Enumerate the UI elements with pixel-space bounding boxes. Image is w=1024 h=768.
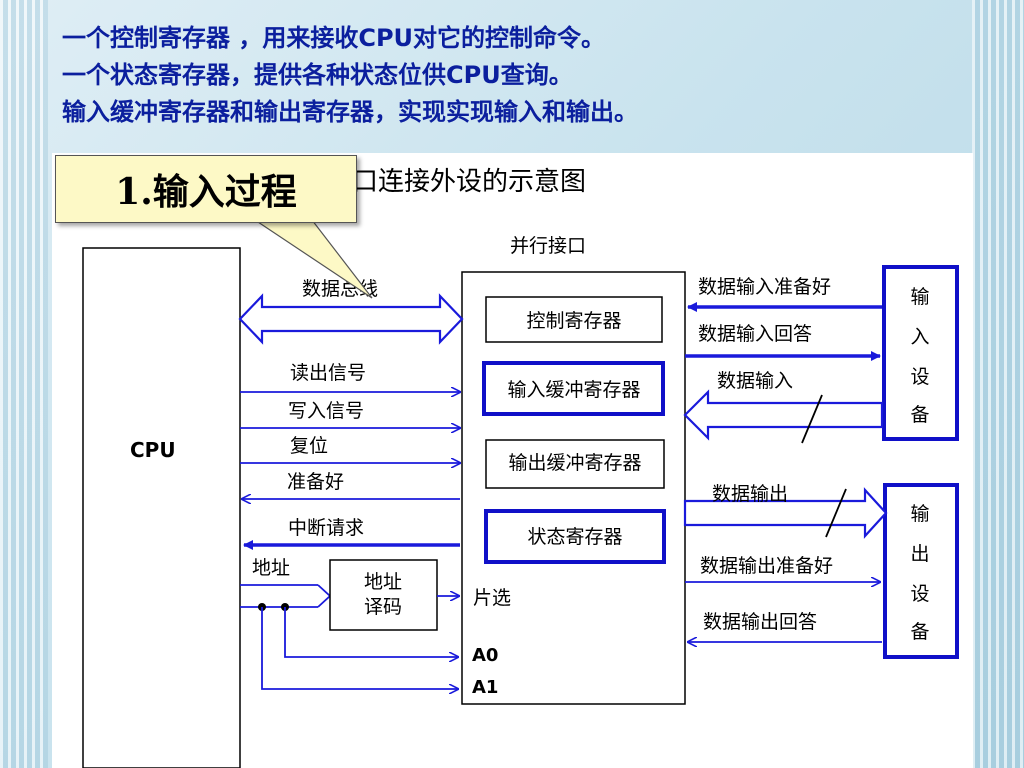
input-device-box (882, 265, 959, 441)
reset-label: 复位 (290, 435, 328, 457)
output-device-char-4: 备 (910, 621, 929, 643)
input-device-char-2: 入 (910, 326, 929, 348)
data-output-ack-label: 数据输出回答 (703, 611, 817, 633)
data-output-label: 数据输出 (712, 483, 788, 505)
input-device-char-4: 备 (910, 404, 929, 426)
input-device-char-1: 输 (910, 286, 929, 308)
a0-label: A0 (472, 645, 498, 666)
input-buffer-register-box (482, 361, 665, 416)
interrupt-request-label: 中断请求 (288, 517, 364, 539)
output-device-char-3: 设 (910, 583, 929, 605)
data-bus-label: 数据总线 (302, 278, 378, 300)
data-input-ready-label: 数据输入准备好 (698, 276, 831, 298)
data-input-bus-slash (801, 394, 823, 444)
output-device-box (883, 483, 959, 659)
data-output-bus-slash (825, 488, 847, 538)
chip-select-label: 片选 (473, 587, 511, 609)
data-output-arrow (683, 487, 888, 539)
output-buffer-register-label: 输出缓冲寄存器 (508, 452, 641, 474)
output-device-char-2: 出 (910, 543, 929, 565)
status-register-box (484, 509, 666, 564)
read-signal-label: 读出信号 (290, 362, 366, 384)
data-input-arrow (683, 389, 884, 441)
ready-label: 准备好 (287, 471, 344, 493)
cpu-box (82, 247, 241, 768)
input-buffer-register-label: 输入缓冲寄存器 (507, 379, 640, 401)
text-line-3: 输入缓冲寄存器和输出寄存器，实现实现输入和输出。 (62, 98, 638, 126)
callout-input-process: 1.输入过程 (55, 155, 357, 223)
address-decoder-box (329, 559, 438, 631)
status-register-label: 状态寄存器 (527, 526, 622, 548)
address-label: 地址 (252, 557, 290, 579)
text-line-1: 一个控制寄存器 ，用来接收CPU对它的控制命令。 (62, 24, 606, 52)
data-input-label: 数据输入 (717, 370, 793, 392)
data-input-ack-label: 数据输入回答 (698, 323, 812, 345)
diagram-title: 口连接外设的示意图 (352, 167, 586, 197)
interface-label: 并行接口 (510, 235, 586, 257)
slide-text: 一个控制寄存器 ，用来接收CPU对它的控制命令。 一个状态寄存器，提供各种状态位… (62, 20, 638, 131)
input-device-char-3: 设 (910, 366, 929, 388)
data-bus-arrow (238, 293, 464, 345)
output-device-char-1: 输 (910, 503, 929, 525)
decoder-label-line2: 译码 (364, 596, 402, 618)
a1-label: A1 (472, 677, 498, 698)
control-register-label: 控制寄存器 (526, 310, 621, 332)
a0-line (284, 607, 458, 657)
data-output-ready-label: 数据输出准备好 (700, 555, 833, 577)
text-line-2: 一个状态寄存器，提供各种状态位供CPU查询。 (62, 61, 573, 89)
decoder-label-line1: 地址 (364, 571, 402, 593)
slide-background-left (0, 0, 48, 768)
write-signal-label: 写入信号 (288, 400, 364, 422)
cpu-label: CPU (130, 438, 176, 462)
a1-line (261, 607, 458, 689)
output-buffer-register-box (485, 439, 665, 489)
slide-background-right (972, 0, 1024, 768)
address-bus-arrowhead (317, 584, 332, 608)
control-register-box (485, 296, 663, 343)
